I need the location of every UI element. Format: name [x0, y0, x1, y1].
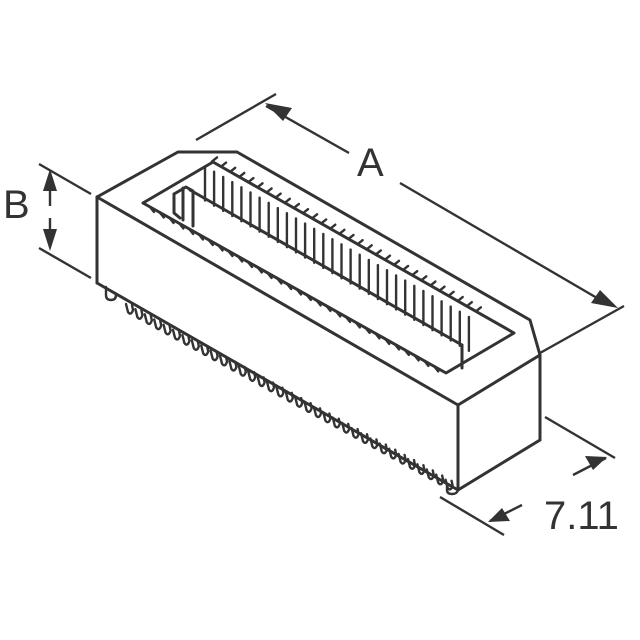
arrow-down-icon — [43, 229, 57, 251]
arrow-icon — [488, 508, 510, 522]
dimension-a-label: A — [357, 141, 384, 185]
arrow-up-icon — [43, 169, 57, 191]
front-row-contact-tips — [148, 205, 440, 373]
solder-leads — [124, 302, 454, 491]
connector-body — [95, 150, 542, 492]
arrow-icon — [265, 103, 292, 121]
arrow-icon — [585, 456, 607, 470]
back-row-contacts — [203, 165, 471, 353]
dimension-width-label: 7.11 — [544, 494, 619, 538]
dimension-a — [195, 92, 625, 355]
dimension-b — [38, 162, 92, 280]
dimension-width — [439, 415, 616, 537]
back-row-contact-tips — [210, 156, 483, 313]
dimension-b-label: B — [3, 183, 30, 227]
locating-posts — [104, 285, 460, 496]
arrow-icon — [591, 290, 618, 308]
